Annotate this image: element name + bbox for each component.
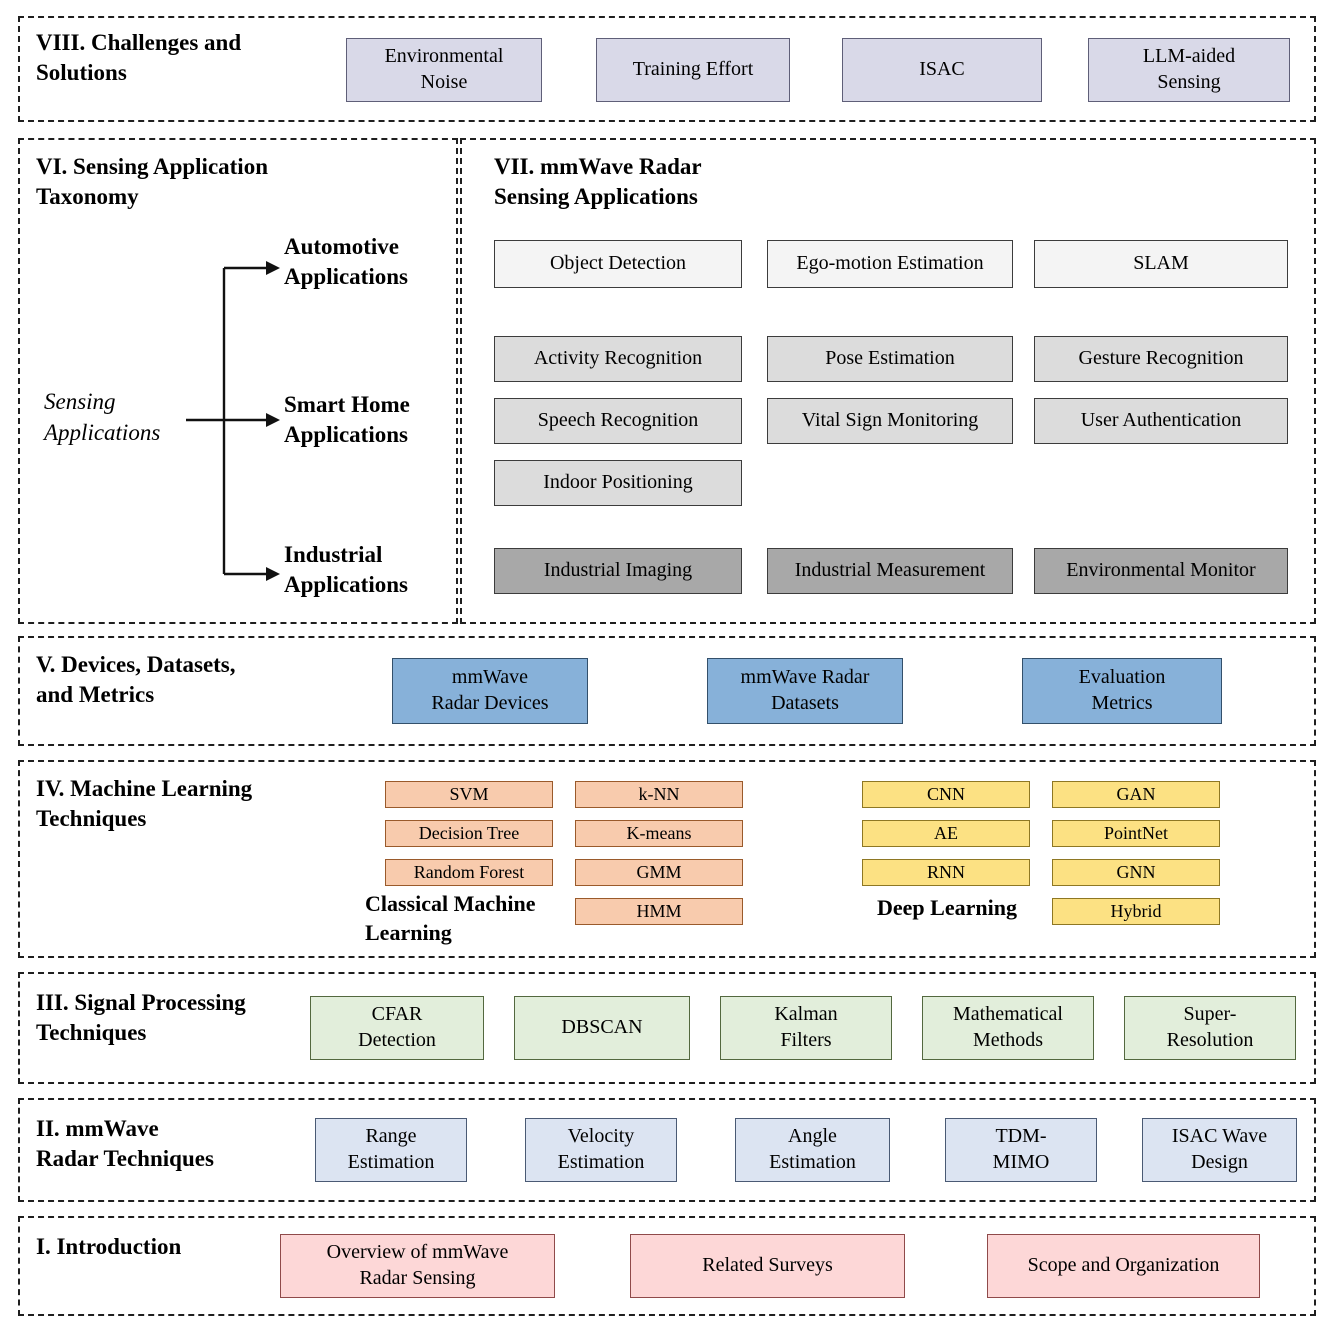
dl-box-gnn: GNN (1052, 859, 1220, 886)
intro-box-related-surveys: Related Surveys (630, 1234, 905, 1298)
section-iv-machine-learning: IV. Machine Learning Techniques SVM Deci… (18, 760, 1316, 958)
taxonomy-branch-arrows (186, 261, 280, 581)
challenge-box-isac: ISAC (842, 38, 1042, 102)
app-box-indoor-positioning: Indoor Positioning (494, 460, 742, 506)
app-box-activity-recognition: Activity Recognition (494, 336, 742, 382)
app-box-ego-motion-estimation: Ego-motion Estimation (767, 240, 1013, 288)
section-viii-challenges: VIII. Challenges and Solutions Environme… (18, 16, 1316, 122)
app-box-speech-recognition: Speech Recognition (494, 398, 742, 444)
app-box-industrial-imaging: Industrial Imaging (494, 548, 742, 594)
section-vii-applications: VII. mmWave Radar Sensing Applications O… (460, 138, 1316, 624)
section-viii-title: VIII. Challenges and Solutions (36, 30, 242, 85)
challenge-box-training-effort: Training Effort (596, 38, 790, 102)
ml-box-kmeans: K-means (575, 820, 743, 847)
section-iii-signal-processing: III. Signal Processing Techniques CFAR D… (18, 972, 1316, 1084)
ml-box-gmm: GMM (575, 859, 743, 886)
section-i-title: I. Introduction (36, 1234, 182, 1259)
rt-box-tdm-mimo: TDM- MIMO (945, 1118, 1097, 1182)
sp-box-super-resolution: Super- Resolution (1124, 996, 1296, 1060)
section-i-introduction: I. Introduction Overview of mmWave Radar… (18, 1216, 1316, 1316)
dl-box-rnn: RNN (862, 859, 1030, 886)
challenge-box-environmental-noise: Environmental Noise (346, 38, 542, 102)
taxonomy-root-label: Sensing Applications (44, 389, 161, 446)
ml-box-random-forest: Random Forest (385, 859, 553, 886)
app-box-gesture-recognition: Gesture Recognition (1034, 336, 1288, 382)
section-vi-title: VI. Sensing Application Taxonomy (36, 154, 268, 209)
taxonomy-branch-industrial: Industrial Applications (284, 542, 408, 598)
sp-box-dbscan: DBSCAN (514, 996, 690, 1060)
challenge-box-llm-aided-sensing: LLM-aided Sensing (1088, 38, 1290, 102)
app-box-vital-sign-monitoring: Vital Sign Monitoring (767, 398, 1013, 444)
deep-learning-label: Deep Learning (877, 895, 1017, 920)
section-iii-title: III. Signal Processing Techniques (36, 990, 246, 1045)
app-box-pose-estimation: Pose Estimation (767, 336, 1013, 382)
dl-box-ae: AE (862, 820, 1030, 847)
rt-box-angle-estimation: Angle Estimation (735, 1118, 890, 1182)
intro-box-scope-organization: Scope and Organization (987, 1234, 1260, 1298)
section-vii-title: VII. mmWave Radar Sensing Applications (494, 154, 702, 209)
section-vi-taxonomy: VI. Sensing Application Taxonomy Sensing… (18, 138, 458, 624)
devices-box-mmwave-radar-devices: mmWave Radar Devices (392, 658, 588, 724)
ml-box-svm: SVM (385, 781, 553, 808)
section-ii-radar-techniques: II. mmWave Radar Techniques Range Estima… (18, 1098, 1316, 1202)
app-box-industrial-measurement: Industrial Measurement (767, 548, 1013, 594)
classical-ml-label: Classical Machine Learning (365, 891, 536, 945)
rt-box-range-estimation: Range Estimation (315, 1118, 467, 1182)
dl-box-gan: GAN (1052, 781, 1220, 808)
intro-box-overview: Overview of mmWave Radar Sensing (280, 1234, 555, 1298)
dl-box-hybrid: Hybrid (1052, 898, 1220, 925)
ml-box-knn: k-NN (575, 781, 743, 808)
sp-box-mathematical-methods: Mathematical Methods (922, 996, 1094, 1060)
app-box-environmental-monitor: Environmental Monitor (1034, 548, 1288, 594)
section-v-devices-datasets-metrics: V. Devices, Datasets, and Metrics mmWave… (18, 636, 1316, 746)
app-box-slam: SLAM (1034, 240, 1288, 288)
ml-box-hmm: HMM (575, 898, 743, 925)
dl-box-pointnet: PointNet (1052, 820, 1220, 847)
sp-box-cfar-detection: CFAR Detection (310, 996, 484, 1060)
sp-box-kalman-filters: Kalman Filters (720, 996, 892, 1060)
section-iv-title: IV. Machine Learning Techniques (36, 776, 253, 831)
rt-box-velocity-estimation: Velocity Estimation (525, 1118, 677, 1182)
section-ii-title: II. mmWave Radar Techniques (36, 1116, 214, 1171)
section-v-title: V. Devices, Datasets, and Metrics (36, 652, 236, 707)
taxonomy-branch-smart-home: Smart Home Applications (284, 392, 410, 448)
devices-box-mmwave-radar-datasets: mmWave Radar Datasets (707, 658, 903, 724)
rt-box-isac-wave-design: ISAC Wave Design (1142, 1118, 1297, 1182)
app-box-user-authentication: User Authentication (1034, 398, 1288, 444)
devices-box-evaluation-metrics: Evaluation Metrics (1022, 658, 1222, 724)
dl-box-cnn: CNN (862, 781, 1030, 808)
ml-box-decision-tree: Decision Tree (385, 820, 553, 847)
taxonomy-branch-automotive: Automotive Applications (284, 234, 408, 290)
app-box-object-detection: Object Detection (494, 240, 742, 288)
